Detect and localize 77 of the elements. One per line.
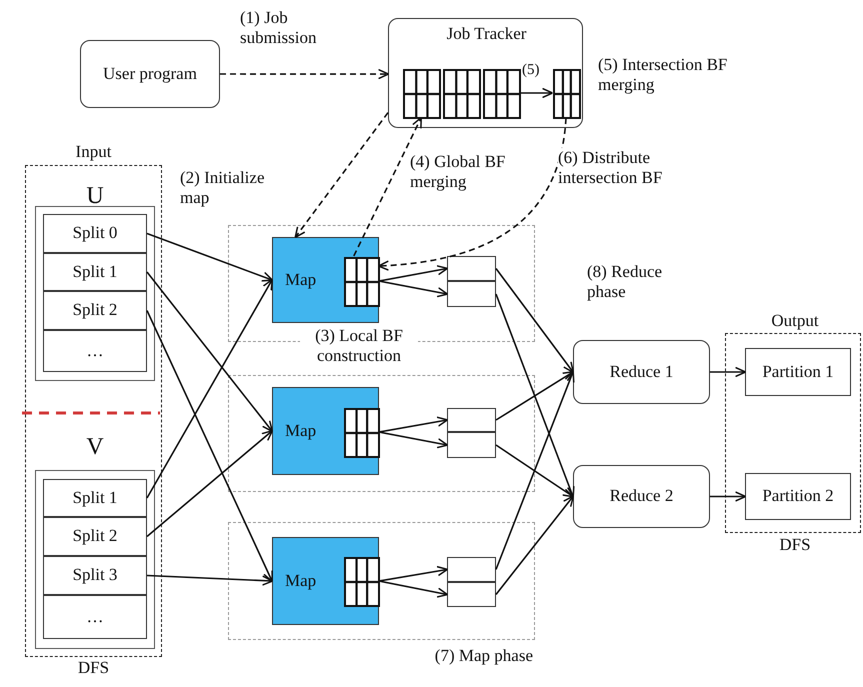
bloom-filter-grid <box>344 557 380 607</box>
node-label: Map <box>285 422 318 441</box>
arrow <box>378 566 448 582</box>
arrow <box>496 444 574 498</box>
output-cell <box>447 432 496 458</box>
arrow <box>378 580 448 598</box>
node-label: V <box>85 434 105 460</box>
arrow <box>520 88 554 98</box>
map-box <box>272 387 379 475</box>
split-cell <box>43 479 147 517</box>
bloom-filter-grid <box>344 257 380 307</box>
arrow <box>146 574 274 586</box>
arrow <box>710 366 746 378</box>
arrow <box>378 118 567 271</box>
node-label: Split 2 <box>72 527 118 546</box>
arrow <box>294 112 389 238</box>
tracker-box <box>388 18 583 128</box>
node-label: … <box>86 342 104 360</box>
arrow <box>495 495 574 595</box>
arrow <box>220 68 390 80</box>
bloom-filter-grid <box>403 69 441 119</box>
node-label: Split 1 <box>72 488 118 508</box>
output-cell <box>447 408 496 432</box>
node-label: User program <box>103 64 197 84</box>
map-box <box>272 537 379 625</box>
node-label: Split 3 <box>72 566 118 585</box>
node-label: … <box>86 608 104 626</box>
node-label: Map <box>285 572 318 591</box>
node-label: U <box>85 183 105 210</box>
output-cell <box>447 256 496 281</box>
arrow <box>495 268 574 374</box>
reduce-box <box>573 340 710 404</box>
partition-box <box>745 473 851 520</box>
node-label: Job Tracker <box>446 25 528 44</box>
split-cell <box>43 291 147 330</box>
partition-box <box>745 348 851 396</box>
split-cell <box>43 517 147 556</box>
node-caption: DFS <box>778 536 812 555</box>
node-label: Reduce 1 <box>610 362 674 382</box>
output-cell <box>447 582 496 607</box>
reduce-box <box>573 465 710 528</box>
node-label: (7) Map phase <box>434 647 533 666</box>
arrow <box>146 430 274 538</box>
node-caption: DFS <box>76 659 110 678</box>
node-label: Partition 1 <box>762 362 834 382</box>
process-box <box>80 40 220 108</box>
output-cell <box>447 557 496 582</box>
arrow <box>146 272 274 432</box>
bloom-filter-grid <box>443 69 481 119</box>
arrow <box>146 278 273 498</box>
arrow <box>378 416 448 433</box>
output-cell <box>447 281 496 307</box>
node-label: Split 2 <box>72 301 118 320</box>
split-cell <box>43 214 147 253</box>
arrow <box>146 310 273 582</box>
arrow <box>378 265 448 282</box>
arrow <box>495 294 575 498</box>
node-label: Partition 2 <box>762 487 834 506</box>
bloom-filter-grid <box>344 408 380 458</box>
map-box <box>272 237 379 323</box>
split-cell <box>43 330 147 372</box>
split-cell <box>43 556 147 595</box>
node-label: Map <box>285 271 318 290</box>
node-label: Split 0 <box>72 224 118 243</box>
node-label: Split 1 <box>72 262 118 282</box>
bloom-filter-grid <box>553 69 581 119</box>
arrow <box>496 370 574 421</box>
arrow <box>378 280 448 298</box>
arrow <box>353 116 422 256</box>
arrow <box>146 232 274 282</box>
node-label: Reduce 2 <box>610 487 674 506</box>
split-cell <box>43 595 147 639</box>
arrow <box>710 491 746 502</box>
arrow <box>495 370 574 570</box>
bloom-filter-grid <box>483 69 521 119</box>
arrow <box>378 431 448 448</box>
split-cell <box>43 253 147 291</box>
